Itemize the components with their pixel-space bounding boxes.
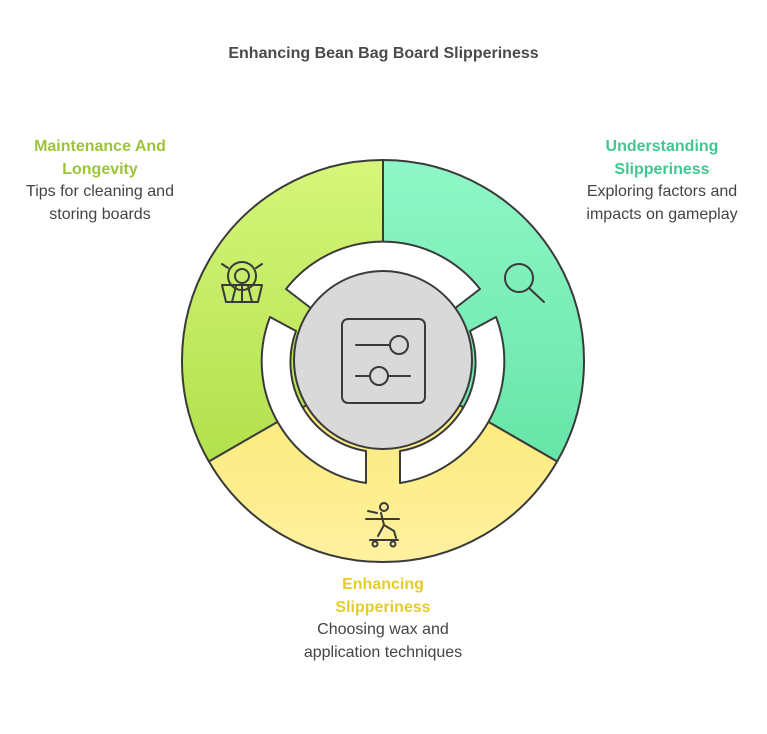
skateboarder-icon [365,502,400,548]
diagram-title: Enhancing Bean Bag Board Slipperiness [228,45,539,62]
sliders-icon [341,318,426,404]
center-circle [293,270,473,450]
understanding-block: Understanding Slipperiness Exploring fac… [577,136,747,226]
enhancing-description: Choosing wax and application techniques [303,621,463,661]
understanding-heading: Understanding Slipperiness [605,138,719,178]
sun-lamp-icon [221,261,263,303]
enhancing-block: Enhancing Slipperiness Choosing wax and … [297,574,469,664]
maintenance-description: Tips for cleaning and storing boards [26,183,174,223]
maintenance-block: Maintenance And Longevity Tips for clean… [15,136,185,226]
maintenance-heading: Maintenance And Longevity [34,138,166,178]
magnifier-icon [504,263,545,303]
enhancing-heading: Enhancing Slipperiness [335,576,431,616]
understanding-description: Exploring factors and impacts on gamepla… [586,183,738,223]
